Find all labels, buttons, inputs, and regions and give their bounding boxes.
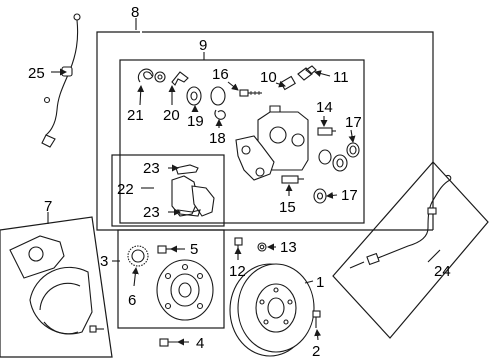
- disc-screw: [312, 310, 321, 328]
- guide-bushing: [186, 86, 202, 106]
- lower-pin-seal: [313, 188, 327, 204]
- callout-4: 4: [196, 335, 204, 352]
- dust-shield: [9, 235, 93, 335]
- tone-ring: [127, 245, 149, 267]
- callout-22: 22: [117, 181, 134, 198]
- callout-15: 15: [279, 199, 296, 216]
- callout-14: 14: [316, 99, 333, 116]
- caliper-carrier: [235, 135, 275, 181]
- callout-24: 24: [434, 263, 451, 280]
- callout-5: 5: [190, 241, 198, 258]
- brake-hose: [349, 174, 452, 269]
- small-nut: [154, 71, 166, 83]
- clip-spring: [137, 68, 154, 83]
- callout-23-upper: 23: [143, 160, 160, 177]
- callout-labels: 1 2 3 4 5 6 7 8 9 10 11 12 13 14 15 16 1…: [28, 4, 451, 360]
- callout-2: 2: [312, 343, 320, 360]
- callout-11: 11: [333, 69, 349, 86]
- callout-17-upper: 17: [345, 114, 362, 131]
- shield-bolt: [89, 325, 104, 333]
- leader-lines: [47, 18, 441, 346]
- brake-disc: [229, 263, 315, 357]
- brake-hose-box: [332, 161, 489, 339]
- washer: [257, 242, 267, 252]
- callout-3: 3: [100, 253, 108, 270]
- callout-7: 7: [44, 198, 52, 215]
- callout-23-lower: 23: [143, 204, 160, 221]
- pin-boot: [318, 149, 348, 172]
- callout-10: 10: [260, 69, 277, 86]
- callout-12: 12: [229, 263, 246, 280]
- callout-19: 19: [187, 113, 204, 130]
- wheel-speed-sensor: [41, 13, 81, 148]
- guide-pin-upper: [317, 127, 336, 136]
- callout-20: 20: [163, 107, 180, 124]
- caliper-housing-box: [119, 59, 365, 224]
- guide-pin-lower: [281, 175, 304, 184]
- retaining-bracket: [171, 71, 189, 86]
- bleeder-cap: [280, 65, 317, 91]
- callout-9: 9: [199, 37, 207, 54]
- dust-shield-box: [0, 216, 113, 358]
- brake-pad-set: [171, 164, 215, 217]
- callout-13: 13: [280, 239, 297, 256]
- callout-25: 25: [28, 65, 45, 82]
- dust-boot: [210, 86, 226, 120]
- callout-18: 18: [209, 130, 226, 147]
- callout-8: 8: [131, 4, 139, 21]
- piston-seal: [346, 142, 360, 158]
- callout-21: 21: [127, 107, 144, 124]
- callout-6: 6: [128, 292, 136, 309]
- hub-assembly-box: [117, 229, 225, 329]
- callout-1: 1: [316, 274, 324, 291]
- callout-17-lower: 17: [341, 187, 358, 204]
- callout-16: 16: [212, 66, 229, 83]
- bleeder-screw: [239, 89, 262, 97]
- brake-pad-box: [111, 154, 225, 227]
- wheel-hub: [156, 259, 214, 321]
